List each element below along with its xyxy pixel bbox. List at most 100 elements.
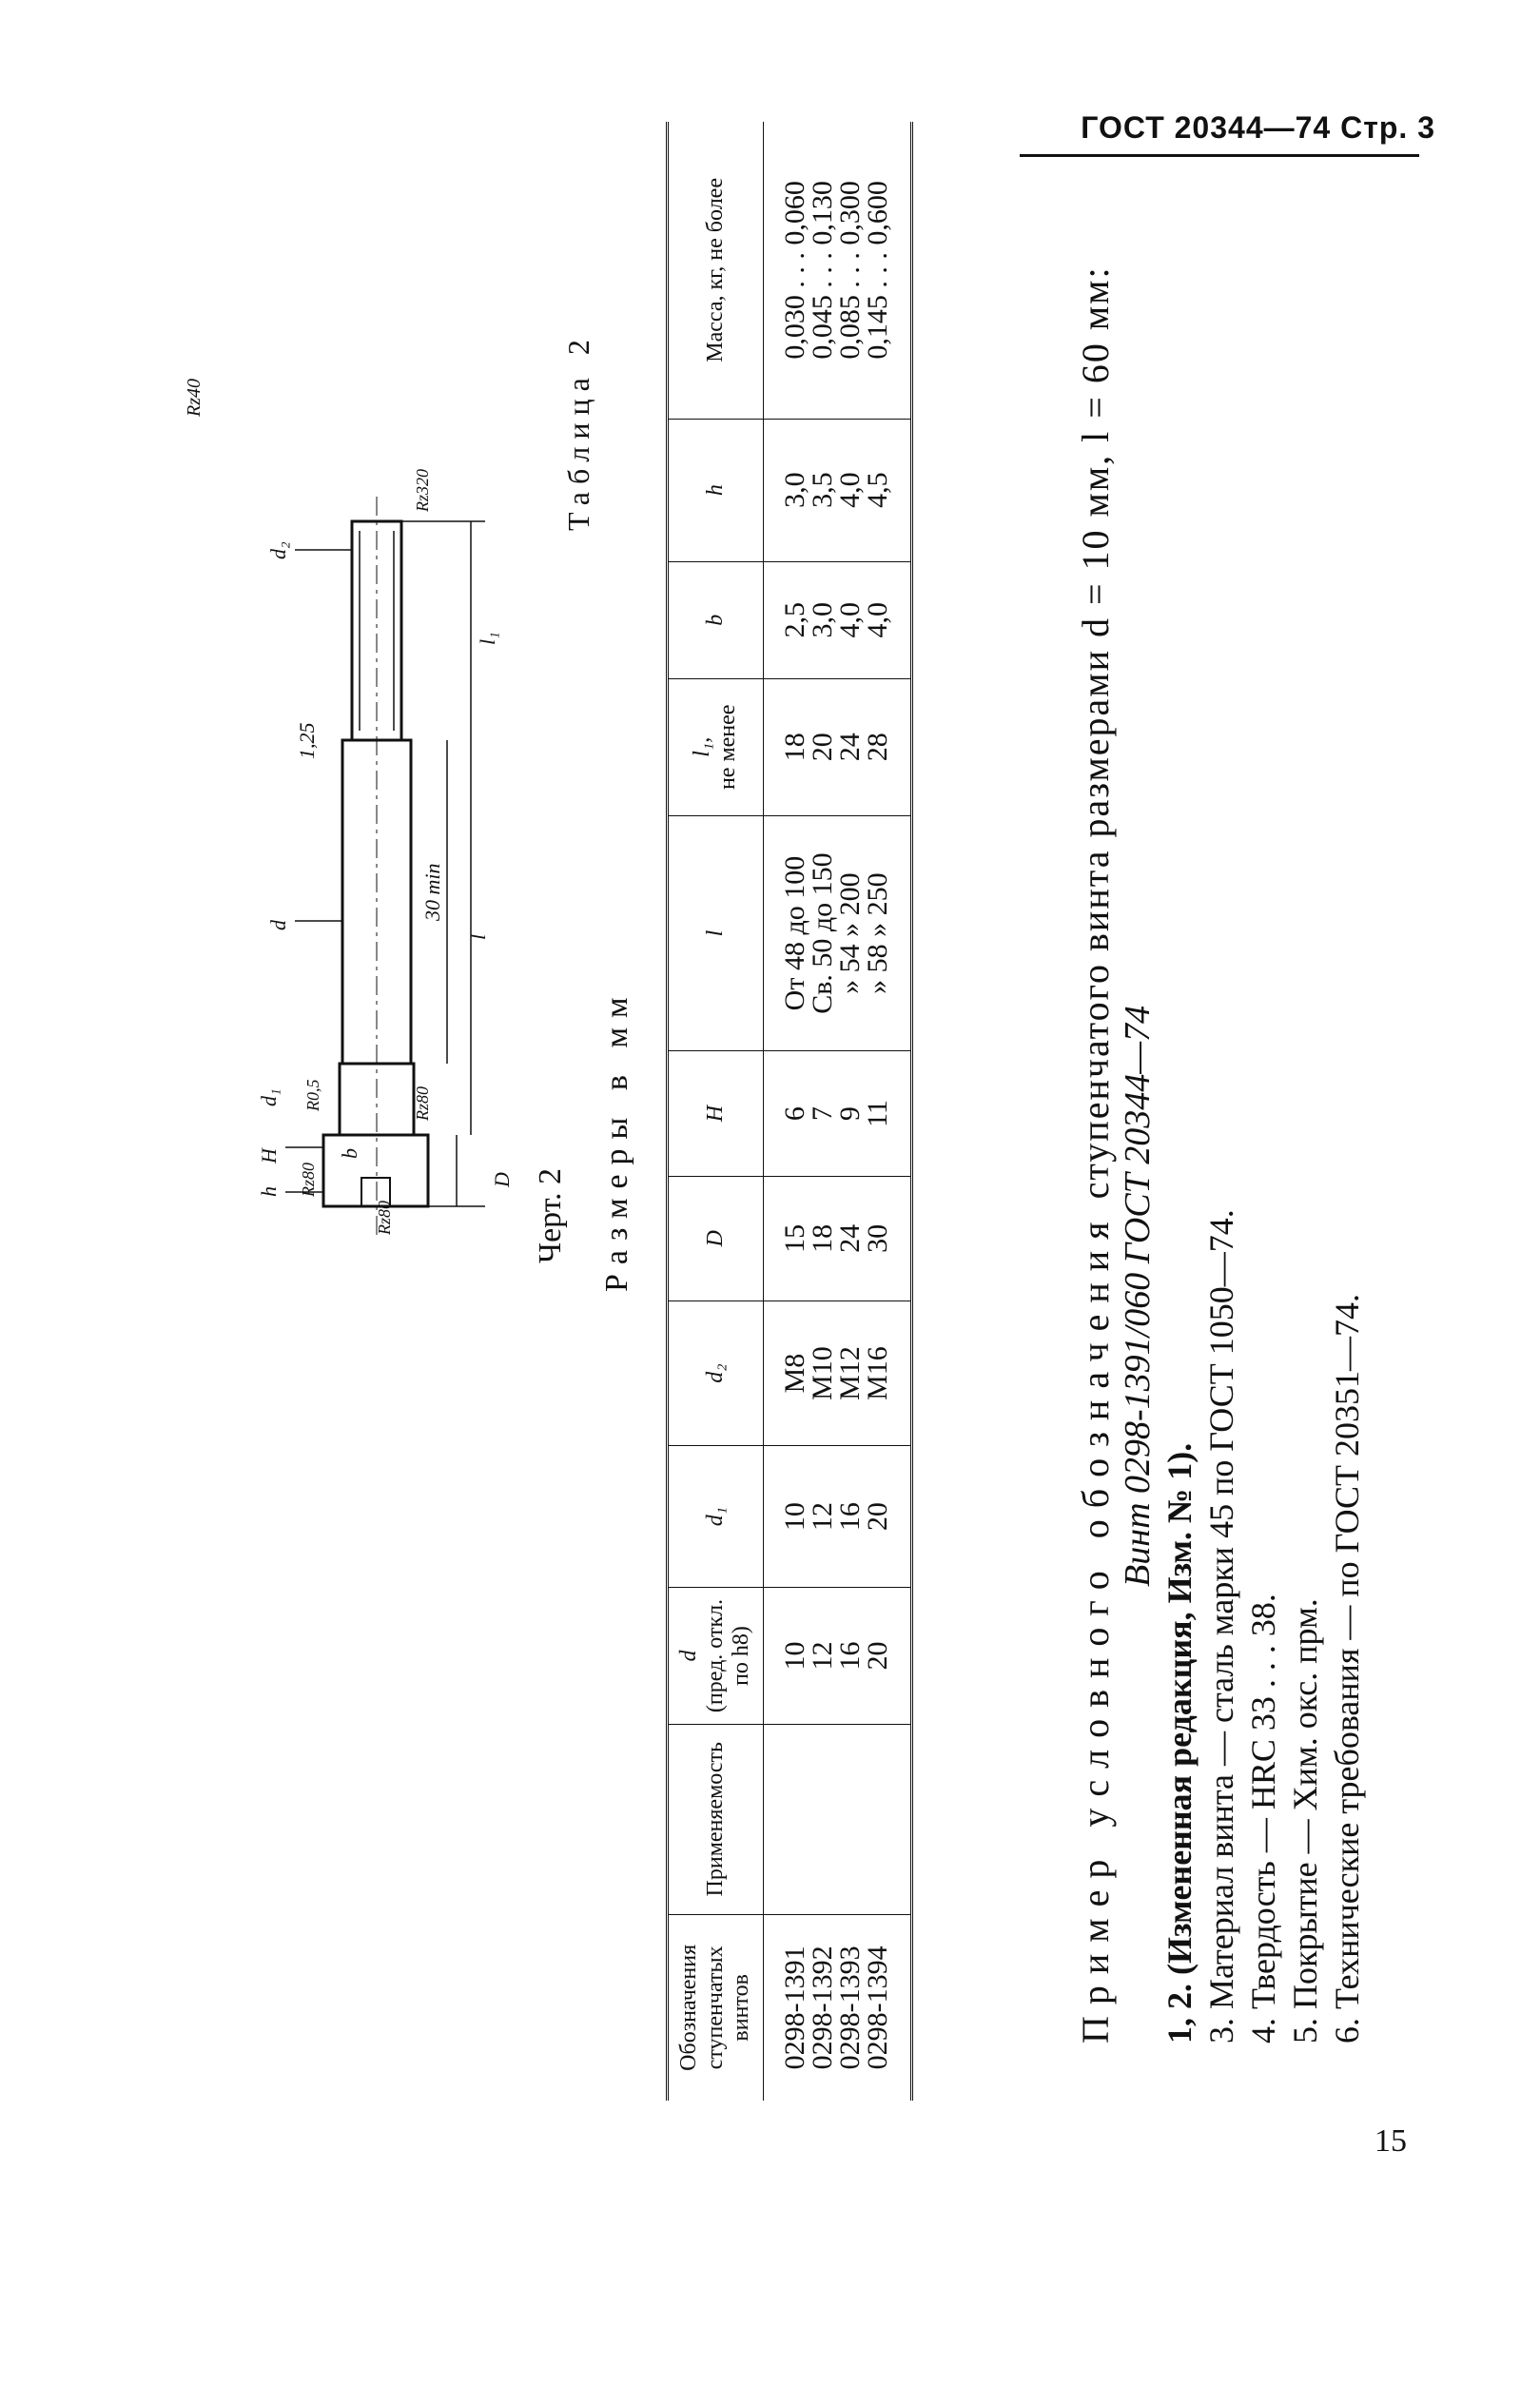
label-rz80b: Rz80	[413, 1086, 432, 1122]
cell-H: 7	[807, 1051, 838, 1177]
cell-d: 16	[834, 1587, 866, 1725]
table-row: 0298-1392 12 12 M10 18 7 Св. 50 до 150 2…	[806, 122, 838, 2101]
cell-l: От 48 до 100	[763, 815, 810, 1051]
cell-mass: 0,030 . . . 0,060	[763, 122, 810, 420]
label-b: b	[338, 1148, 361, 1159]
header-d1: d₁	[667, 1445, 764, 1588]
header-application: Применяемость	[667, 1724, 764, 1915]
note-line-1: 1, 2. (Измененная редакция, Изм. № 1).	[1159, 141, 1200, 2044]
example-lead: Пример условного обозначения	[1074, 1210, 1117, 2044]
sizes-caption: Размеры в мм	[599, 988, 634, 1292]
note-line-3: 4. Твердость — HRC 33 . . . 38.	[1244, 1594, 1282, 2044]
table-row: 0298-1394 20 20 M16 30 11 » 58 » 250 28 …	[861, 122, 912, 2101]
header-d2-text: d₂	[702, 1363, 728, 1383]
header-l1-main: l₁,	[689, 736, 714, 757]
label-l: l	[466, 934, 490, 940]
cell-b: 4,0	[862, 561, 912, 679]
cell-h: 3,0	[763, 419, 810, 562]
cell-d2: M12	[834, 1301, 866, 1446]
cell-d2: M16	[862, 1301, 912, 1446]
cell-mass: 0,045 . . . 0,130	[807, 122, 838, 420]
label-D: D	[490, 1172, 514, 1188]
cell-d: 12	[807, 1587, 838, 1725]
header-l-text: l	[702, 929, 728, 937]
cell-d: 10	[763, 1587, 810, 1725]
cell-H: 9	[834, 1051, 866, 1177]
note-line-1-text: 1, 2. (Измененная редакция, Изм. № 1).	[1160, 1442, 1199, 2044]
example-code: Винт 0298-1391/060 ГОСТ 20344—74	[1118, 1005, 1158, 1587]
label-h: h	[257, 1186, 281, 1197]
header-d: d(пред. откл. по h8)	[667, 1587, 764, 1725]
drawing-caption: Черт. 2	[533, 1167, 568, 1263]
cell-D: 18	[807, 1176, 838, 1301]
cell-l: » 54 » 200	[834, 815, 866, 1051]
cell-D: 30	[862, 1176, 912, 1301]
header-d1-text: d₁	[702, 1506, 728, 1527]
note-line-5: 6. Технические требования — по ГОСТ 2035…	[1328, 1293, 1366, 2044]
cell-b: 2,5	[763, 561, 810, 679]
cell-D: 15	[763, 1176, 810, 1301]
cell-d1: 10	[763, 1445, 810, 1588]
header-rule	[1020, 154, 1419, 157]
page-header: ГОСТ 20344—74 Стр. 3	[1081, 110, 1435, 145]
cell-D: 24	[834, 1176, 866, 1301]
cell-d: 20	[862, 1587, 912, 1725]
header-designation: Обозначения ступенчатых винтов	[667, 1914, 764, 2101]
cell-d1: 16	[834, 1445, 866, 1588]
header-mass: Масса, кг, не более	[667, 122, 764, 420]
table-header-row: Обозначения ступенчатых винтов Применяем…	[667, 122, 764, 2101]
header-D: D	[667, 1176, 764, 1301]
label-H: H	[257, 1147, 281, 1164]
label-d2: d₂	[266, 541, 290, 559]
header-D-text: D	[702, 1230, 728, 1247]
cell-H: 11	[862, 1051, 912, 1177]
cell-d2: M8	[763, 1301, 810, 1446]
note-line-2: 3. Материал винта — сталь марки 45 по ГО…	[1202, 1209, 1240, 2044]
label-rz40: Rz40	[184, 379, 205, 418]
page-number: 15	[1374, 2123, 1407, 2159]
header-l1-sub: не менее	[715, 704, 741, 791]
cell-d1: 12	[807, 1445, 838, 1588]
header-H: H	[667, 1051, 764, 1177]
cell-b: 3,0	[807, 561, 838, 679]
note-line-4: 5. Покрытие — Хим. окс. прм.	[1286, 1598, 1324, 2044]
label-chamfer: 1,25	[295, 723, 319, 760]
cell-application	[863, 1724, 912, 1915]
cell-l1: 28	[862, 678, 912, 816]
cell-designation: 0298-1393	[833, 1946, 866, 2070]
cell-d1: 20	[862, 1445, 912, 1588]
dimensions-table: Обозначения ступенчатых винтов Применяем…	[666, 122, 913, 2101]
header-d-main: d	[676, 1650, 701, 1662]
cell-l: Св. 50 до 150	[807, 815, 838, 1051]
header-d2: d₂	[667, 1301, 764, 1446]
header-b-text: b	[702, 614, 728, 626]
table-row: 0298-1391 10 10 M8 15 6 От 48 до 100 18 …	[763, 122, 810, 2101]
cell-mass: 0,145 . . . 0,600	[862, 122, 912, 420]
header-b: b	[667, 561, 764, 679]
header-d-sub: (пред. откл. по h8)	[702, 1598, 754, 1713]
label-rz80a: Rz80	[375, 1201, 394, 1236]
cell-designation: 0298-1394	[861, 1946, 893, 2070]
cell-h: 3,5	[807, 419, 838, 562]
header-l1: l₁,не менее	[667, 678, 764, 816]
header-h: h	[667, 419, 764, 562]
header-H-text: H	[702, 1105, 728, 1123]
label-l1: l₁	[476, 632, 499, 645]
cell-designation: 0298-1392	[806, 1946, 838, 2070]
label-30min: 30 min	[420, 864, 444, 923]
notes-block: Пример условного обозначения ступенчатог…	[1074, 141, 1368, 2044]
table-row: 0298-1393 16 16 M12 24 9 » 54 » 200 24 4…	[833, 122, 866, 2101]
cell-b: 4,0	[834, 561, 866, 679]
cell-application	[763, 1724, 809, 1915]
label-d1: d₁	[257, 1088, 281, 1106]
screw-drawing: D h H d₁ d d₂ b l l₁ 30 min 1,25 Rz40 Rz…	[184, 379, 514, 1236]
cell-application	[808, 1724, 836, 1915]
label-rz320: Rz320	[413, 469, 432, 513]
cell-l1: 18	[763, 678, 810, 816]
cell-l1: 20	[807, 678, 838, 816]
cell-h: 4,5	[862, 419, 912, 562]
cell-application	[835, 1724, 864, 1915]
cell-l1: 24	[834, 678, 866, 816]
cell-h: 4,0	[834, 419, 866, 562]
